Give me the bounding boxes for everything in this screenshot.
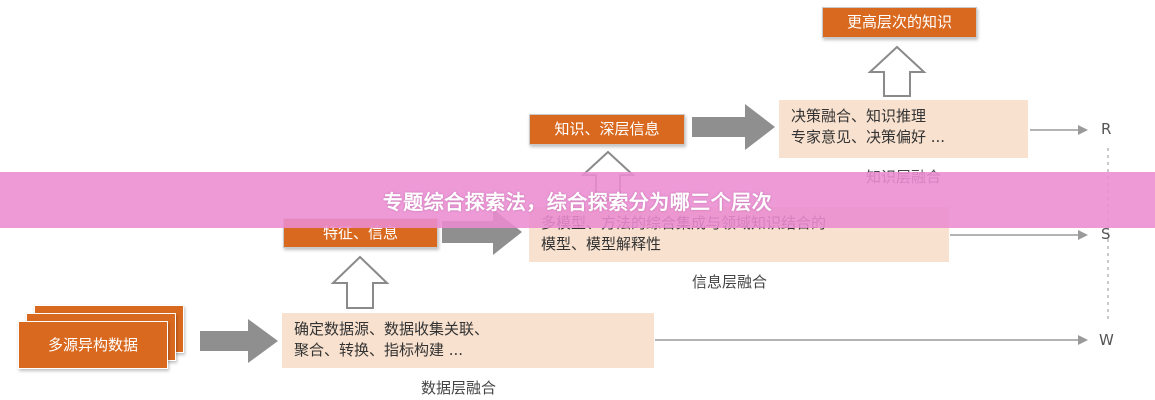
axis-label-s: S [1101,225,1111,243]
features-label: 特征、信息 [322,224,398,242]
knowledge-input-box: 知识、深层信息 [529,114,685,145]
knowledge-detail-line2: 专家意见、决策偏好 ... [791,128,946,146]
knowledge-detail-line1: 决策融合、知识推理 [791,107,927,125]
data-right-arrow [200,319,278,363]
arrow-to-s [950,230,1088,240]
up-arrow-to-features [330,255,390,309]
arrow-to-w [655,335,1088,345]
banner-title: 专题综合探索法，综合探索分为哪三个层次 [382,189,773,214]
data-detail-line1: 确定数据源、数据收集关联、 [294,320,490,338]
knowledge-right-arrow [692,104,775,150]
info-layer-caption: 信息层融合 [692,273,768,291]
stack-sheet-front: 多源异构数据 [18,321,168,369]
arrow-to-r [1030,125,1088,135]
up-arrow-to-higher [867,45,927,97]
knowledge-input-label: 知识、深层信息 [554,120,660,138]
data-detail-box: 确定数据源、数据收集关联、 聚合、转换、指标构建 ... [282,313,654,368]
axis-label-w: W [1099,331,1114,349]
multi-source-data-stack: 多源异构数据 [18,305,196,375]
info-detail-line2: 模型、模型解释性 [541,235,662,253]
data-layer-caption: 数据层融合 [421,379,497,397]
multi-source-data-label: 多源异构数据 [47,336,138,354]
data-detail-line2: 聚合、转换、指标构建 ... [294,341,464,359]
higher-knowledge-box: 更高层次的知识 [822,7,977,38]
axis-label-r: R [1101,120,1112,138]
higher-knowledge-label: 更高层次的知识 [846,13,952,31]
title-banner: 专题综合探索法，综合探索分为哪三个层次 [0,172,1155,228]
knowledge-detail-box: 决策融合、知识推理 专家意见、决策偏好 ... [779,100,1028,158]
